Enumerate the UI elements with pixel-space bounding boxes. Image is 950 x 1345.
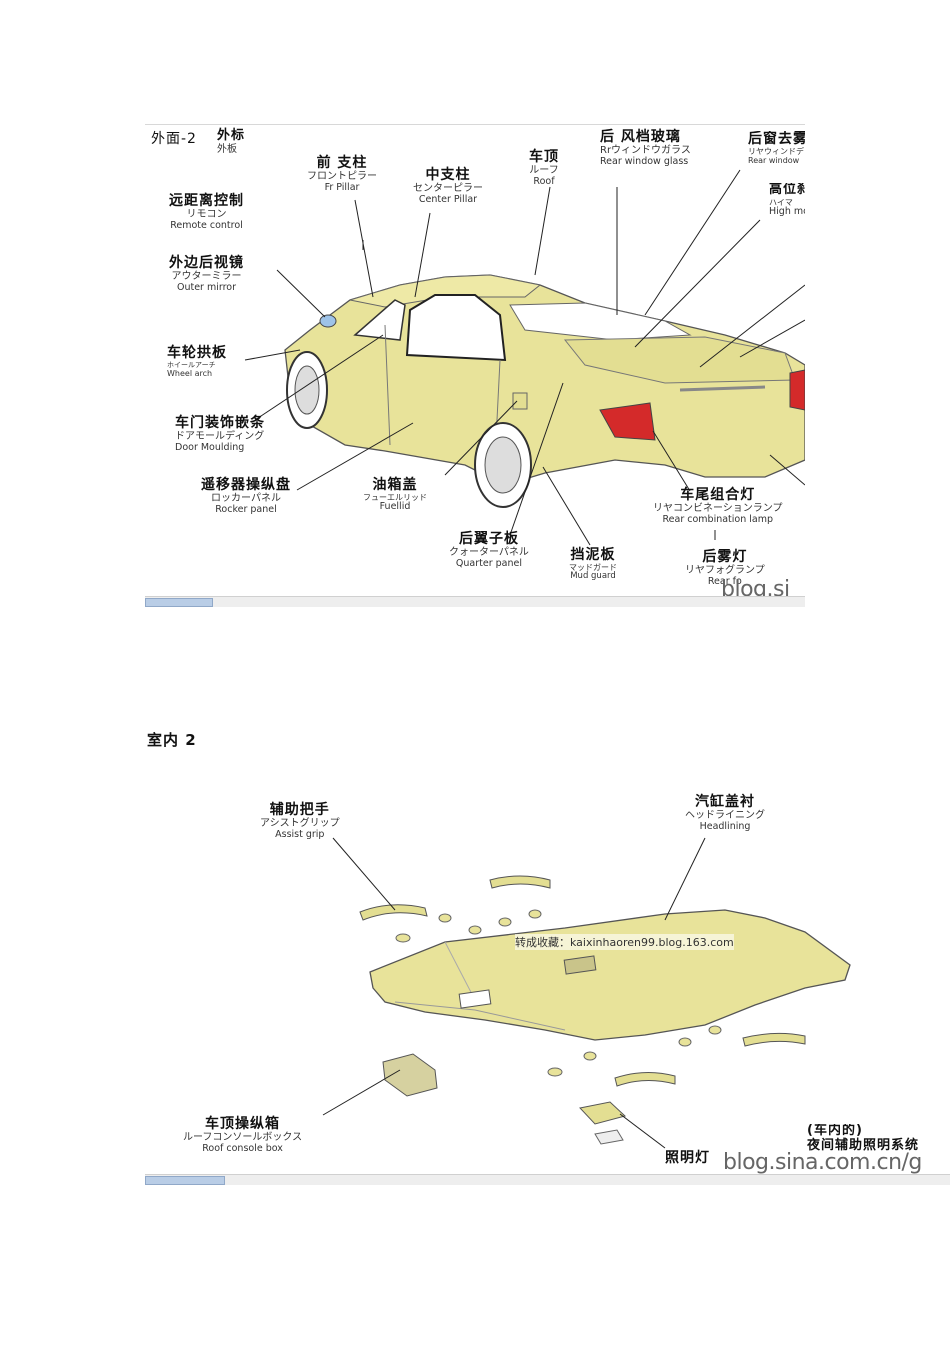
assist-grip-en: Assist grip xyxy=(275,828,325,840)
rear-window-defogger-ja: リヤウィンドデ xyxy=(748,147,804,157)
label-center-pillar: 中支柱 センターピラー Center Pillar xyxy=(413,167,483,206)
label-rear-window-glass: 后 风档玻璃 Rrウィンドウガラス Rear window glass xyxy=(600,129,691,168)
headlining-en: Headlining xyxy=(699,820,751,832)
high-mount-zh: 高位刹 xyxy=(769,183,805,197)
horizontal-scrollbar[interactable] xyxy=(145,1174,950,1185)
label-door-moulding: 车门装饰嵌条 ドアモールディング Door Moulding xyxy=(175,415,265,454)
remote-control-en: Remote control xyxy=(170,219,243,231)
roof-ja: ルーフ xyxy=(529,165,559,177)
rear-window-glass-ja: Rrウィンドウガラス xyxy=(600,145,691,157)
center-pillar-ja: センターピラー xyxy=(413,183,483,195)
fuel-lid-ja: フューエルリッド xyxy=(363,493,427,503)
interior-aux-lighting-line1: (车内的) xyxy=(807,1124,863,1138)
outer-mirror-en: Outer mirror xyxy=(176,281,237,293)
rocker-panel-en: Rocker panel xyxy=(215,503,277,515)
label-mud-guard: 挡泥板 マッドガード Mud guard xyxy=(569,547,617,582)
outer-panel-zh: 外标 xyxy=(217,128,246,143)
label-lighting: 照明灯 xyxy=(665,1150,710,1166)
outer-mirror-ja: アウターミラー xyxy=(171,271,242,283)
rear-fog-lamp-zh: 后雾灯 xyxy=(702,549,748,565)
label-rear-combination-lamp: 车尾组合灯 リヤコンビネーションランプ Rear combination lam… xyxy=(653,487,783,526)
rear-combination-lamp-ja: リヤコンビネーションランプ xyxy=(653,503,783,515)
front-pillar-ja: フロントピラー xyxy=(307,171,377,183)
remote-control-ja: リモコン xyxy=(186,209,227,221)
rear-combination-lamp-en: Rear combination lamp xyxy=(662,513,774,525)
front-pillar-zh: 前 支柱 xyxy=(316,155,368,171)
outer-mirror-zh: 外边后视镜 xyxy=(169,255,244,271)
quarter-panel-ja: クォーターパネル xyxy=(449,547,529,559)
lighting-zh: 照明灯 xyxy=(665,1150,710,1166)
label-quarter-panel: 后翼子板 クォーターパネル Quarter panel xyxy=(449,531,529,570)
rocker-panel-zh: 遥移器操纵盘 xyxy=(201,477,291,493)
label-rear-fog-lamp: 后雾灯 リヤフォグランプ Rear fo xyxy=(685,549,765,588)
roof-en: Roof xyxy=(533,175,555,187)
outer-panel-label: 外标 外板 xyxy=(217,128,246,155)
headlining-zh: 汽缸盖衬 xyxy=(695,794,755,810)
label-fuel-lid: 油箱盖 フューエルリッド Fuellid xyxy=(363,477,427,513)
label-assist-grip: 辅助把手 アシストグリップ Assist grip xyxy=(260,802,340,841)
front-pillar-en: Fr Pillar xyxy=(324,181,360,193)
headlining-ja: ヘッドライニング xyxy=(685,810,765,822)
assist-grip-zh: 辅助把手 xyxy=(269,802,330,818)
rocker-panel-ja: ロッカーパネル xyxy=(211,493,281,505)
rear-fog-lamp-ja: リヤフォグランプ xyxy=(685,565,765,577)
interior-aux-lighting-line2: 夜间辅助照明系统 xyxy=(807,1137,920,1153)
repost-overlay-text: 转成收藏：kaixinhaoren99.blog.163.com xyxy=(515,934,734,950)
quarter-panel-en: Quarter panel xyxy=(455,557,522,569)
fuel-lid-en: Fuellid xyxy=(379,501,411,513)
label-rocker-panel: 遥移器操纵盘 ロッカーパネル Rocker panel xyxy=(201,477,291,516)
label-roof-console-box: 车顶操纵箱 ルーフコンソールボックス Roof console box xyxy=(183,1116,302,1155)
label-interior-aux-lighting: (车内的) 夜间辅助照明系统 xyxy=(807,1124,950,1154)
rear-fog-lamp-en: Rear fo xyxy=(707,575,742,587)
wheel-arch-ja: ホイールアーチ xyxy=(167,361,216,370)
label-headlining: 汽缸盖衬 ヘッドライニング Headlining xyxy=(685,794,765,833)
mud-guard-zh: 挡泥板 xyxy=(570,547,616,563)
door-moulding-en: Door Moulding xyxy=(175,441,245,453)
wheel-arch-zh: 车轮拱板 xyxy=(167,345,227,361)
label-outer-mirror: 外边后视镜 アウターミラー Outer mirror xyxy=(169,255,244,294)
label-remote-control: 远距离控制 リモコン Remote control xyxy=(169,193,244,232)
wheel-arch-en: Wheel arch xyxy=(167,369,213,379)
roof-console-box-zh: 车顶操纵箱 xyxy=(205,1116,281,1132)
label-roof: 车顶 ルーフ Roof xyxy=(529,149,559,188)
scrollbar-thumb[interactable] xyxy=(145,1176,225,1185)
assist-grip-ja: アシストグリップ xyxy=(260,818,340,830)
rear-window-glass-zh: 后 风档玻璃 xyxy=(600,129,681,145)
watermark-text: blog.sina.com.cn/g xyxy=(723,1150,922,1175)
rear-combination-lamp-zh: 车尾组合灯 xyxy=(680,487,756,503)
figure-title: 外面-2 xyxy=(151,131,197,147)
label-rear-window-defogger: 后窗去雾 リヤウィンドデ Rear window xyxy=(748,131,805,165)
door-moulding-ja: ドアモールディング xyxy=(175,431,265,443)
roof-console-box-ja: ルーフコンソールボックス xyxy=(183,1132,303,1144)
roof-zh: 车顶 xyxy=(529,149,559,165)
roof-console-box-en: Roof console box xyxy=(202,1142,283,1154)
high-mount-en: High mo xyxy=(769,206,805,218)
label-wheel-arch: 车轮拱板 ホイールアーチ Wheel arch xyxy=(167,345,227,378)
fuel-lid-zh: 油箱盖 xyxy=(372,477,418,493)
remote-control-zh: 远距离控制 xyxy=(169,193,244,209)
mud-guard-en: Mud guard xyxy=(570,571,616,582)
figure-title: 室内 2 xyxy=(147,731,197,749)
door-moulding-zh: 车门装饰嵌条 xyxy=(175,415,265,431)
outer-panel-ja: 外板 xyxy=(217,143,237,155)
rear-window-glass-en: Rear window glass xyxy=(600,155,689,167)
horizontal-scrollbar[interactable] xyxy=(145,596,805,607)
label-high-mount-stop-lamp: 高位刹 ハイマ High mo xyxy=(769,183,805,218)
scrollbar-thumb[interactable] xyxy=(145,598,213,607)
label-front-pillar: 前 支柱 フロントピラー Fr Pillar xyxy=(307,155,377,194)
center-pillar-zh: 中支柱 xyxy=(425,167,471,183)
quarter-panel-zh: 后翼子板 xyxy=(458,531,519,547)
rear-window-defogger-zh: 后窗去雾 xyxy=(748,131,805,147)
high-mount-ja: ハイマ xyxy=(769,197,793,207)
interior-diagram: 室内 2 辅助把手 アシストグリップ Assist grip 汽缸盖衬 ヘッドラ… xyxy=(145,730,950,1185)
mud-guard-ja: マッドガード xyxy=(569,563,617,573)
center-pillar-en: Center Pillar xyxy=(418,193,478,205)
rear-window-defogger-en: Rear window xyxy=(748,156,800,166)
exterior-diagram: 外面-2 外标 外板 前 支柱 フロントピラー Fr Pillar 中支柱 セン… xyxy=(145,124,805,607)
car-illustration xyxy=(244,169,805,546)
